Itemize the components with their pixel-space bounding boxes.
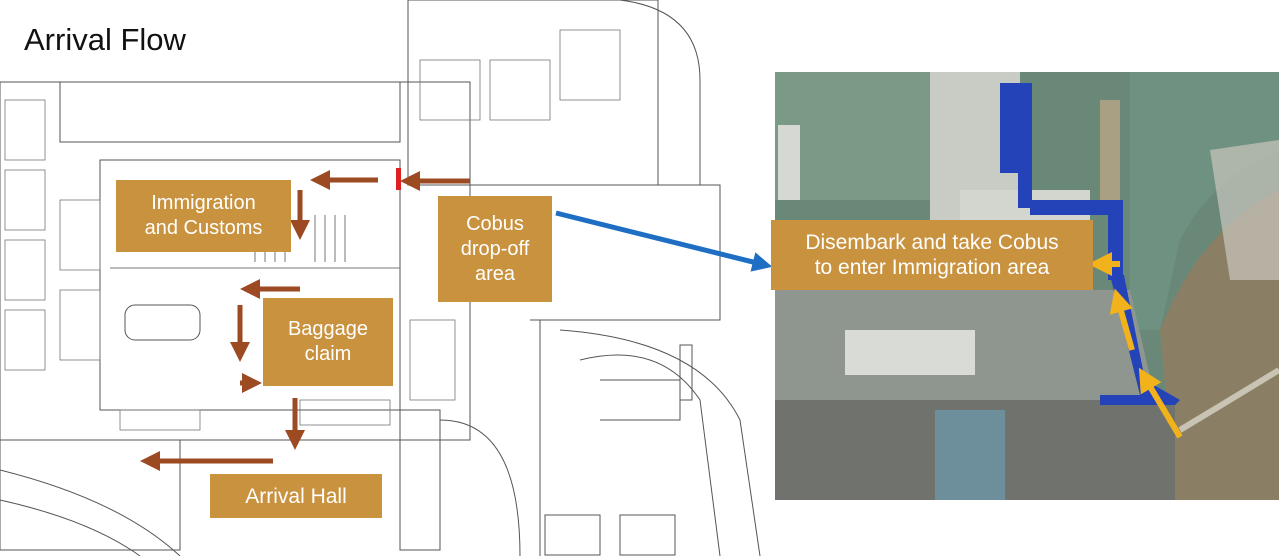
connector-arrow xyxy=(555,210,773,272)
floor-plan-lines xyxy=(0,0,761,556)
floor-plan xyxy=(0,0,773,556)
flow-arrows xyxy=(140,170,470,471)
page-title: Arrival Flow xyxy=(24,22,186,57)
disembark-label: Disembark and take Cobus to enter Immigr… xyxy=(771,220,1093,290)
arrival-hall-label: Arrival Hall xyxy=(210,474,382,518)
baggage-claim-label: Baggage claim xyxy=(263,298,393,386)
walking-route xyxy=(1088,252,1183,439)
cobus-dropoff-label: Cobus drop-off area xyxy=(438,196,552,302)
immigration-label: Immigration and Customs xyxy=(116,180,291,252)
floor-plan-rooms xyxy=(4,29,621,431)
entry-marker xyxy=(396,168,401,190)
